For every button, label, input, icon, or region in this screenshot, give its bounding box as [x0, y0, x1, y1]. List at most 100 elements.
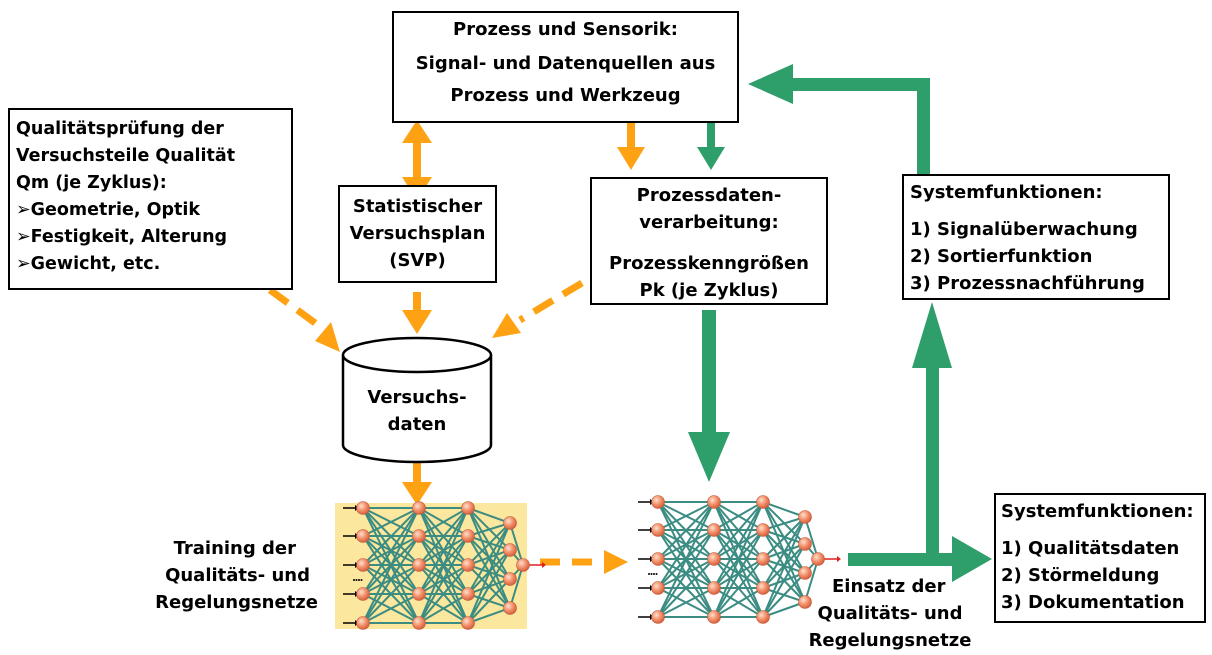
- network-node: [651, 610, 665, 624]
- green-arrow-usage-outputs: [848, 302, 992, 582]
- process-box-line: Prozess und Werkzeug: [450, 85, 681, 106]
- bullet-arrow-icon: ➢: [16, 254, 31, 274]
- network-edge: [713, 501, 764, 618]
- ellipsis-dot: [353, 579, 355, 581]
- quality-check-box: Qualitätsprüfung der Versuchsteile Quali…: [8, 108, 293, 290]
- ellipsis-dot: [358, 579, 360, 581]
- quality-item: ➢Gewicht, etc.: [16, 251, 291, 278]
- sys2-item: 2) Störmeldung: [1001, 565, 1160, 586]
- network-node: [707, 523, 721, 537]
- green-arrow-process-pdv: [697, 122, 725, 170]
- network-edge: [804, 558, 819, 603]
- network-edge: [713, 501, 764, 560]
- network-edge: [362, 564, 420, 624]
- training-label-line: Qualitäts- und: [165, 565, 310, 586]
- network-edge: [657, 501, 715, 560]
- ellipsis-dot: [648, 573, 650, 575]
- quality-item-label: Geometrie, Optik: [30, 200, 201, 220]
- network-edge: [418, 564, 469, 624]
- network-edge: [657, 501, 715, 531]
- database-cylinder: [341, 336, 493, 464]
- network-node: [503, 516, 517, 530]
- quality-item: ➢Geometrie, Optik: [16, 197, 291, 224]
- network-node: [707, 581, 721, 595]
- network-node: [356, 501, 370, 515]
- network-node: [707, 495, 721, 509]
- database-label-line: Versuchs-: [367, 387, 467, 408]
- orange-dashed-training-usage: [540, 550, 628, 574]
- sys2-item: 3) Dokumentation: [1001, 592, 1185, 613]
- network-edge: [657, 501, 715, 618]
- training-neural-network: [343, 501, 546, 630]
- network-output-node: [516, 558, 530, 572]
- network-edge: [362, 507, 420, 595]
- network-node: [503, 543, 517, 557]
- usage-label: Einsatz der Qualitäts- und Regelungsnetz…: [800, 573, 980, 654]
- network-edge: [362, 507, 420, 566]
- network-edge: [467, 522, 511, 595]
- network-node: [461, 558, 475, 572]
- network-edges: [362, 507, 524, 624]
- network-node: [412, 529, 426, 543]
- database-label: Versuchs- daten: [357, 384, 477, 438]
- network-edge: [418, 535, 469, 624]
- process-data-processing-box: Prozessdaten- verarbeitung: Prozesskenng…: [590, 177, 828, 305]
- network-node: [707, 610, 721, 624]
- ellipsis-dot: [355, 579, 358, 581]
- sys2-item: 1) Qualitätsdaten: [1001, 538, 1180, 559]
- sys1-item: 2) Sortierfunktion: [910, 246, 1093, 267]
- network-edge: [418, 507, 469, 537]
- usage-neural-network: [638, 495, 841, 624]
- output-arrowhead: [542, 562, 546, 568]
- network-edge: [762, 501, 806, 518]
- network-edge: [467, 522, 511, 566]
- network-node: [461, 529, 475, 543]
- pdv-box-line: verarbeitung:: [639, 212, 779, 233]
- svp-box-line: Versuchsplan: [349, 223, 486, 244]
- network-node: [798, 537, 812, 551]
- network-edge: [762, 516, 806, 618]
- network-node: [756, 552, 770, 566]
- svp-box-line: (SVP): [389, 250, 446, 271]
- sys2-title: Systemfunktionen:: [1001, 501, 1194, 522]
- system-functions-box-1: Systemfunktionen: 1) Signalüberwachung 2…: [902, 174, 1170, 300]
- network-edge: [509, 564, 524, 609]
- network-node: [412, 501, 426, 515]
- quality-item-label: Gewicht, etc.: [30, 254, 161, 274]
- network-output-node: [811, 552, 825, 566]
- network-edge: [713, 501, 764, 531]
- training-label: Training der Qualitäts- und Regelungsnet…: [148, 535, 318, 616]
- network-edge: [362, 507, 420, 624]
- database-label-line: daten: [387, 414, 447, 435]
- network-edge: [418, 507, 469, 624]
- network-edge: [467, 549, 511, 624]
- network-node: [356, 529, 370, 543]
- network-edge: [713, 558, 764, 618]
- network-edges: [657, 501, 819, 618]
- network-node: [412, 558, 426, 572]
- ellipsis-dot: [653, 573, 655, 575]
- network-edge: [657, 558, 715, 618]
- network-node: [756, 495, 770, 509]
- network-edge: [762, 601, 806, 618]
- network-node: [461, 616, 475, 630]
- quality-item-label: Festigkeit, Alterung: [30, 227, 228, 247]
- quality-box-line: Qualitätsprüfung der: [16, 119, 224, 139]
- network-edge: [467, 507, 511, 524]
- usage-label-line: Regelungsnetze: [808, 630, 972, 651]
- network-node: [503, 601, 517, 615]
- network-edge: [467, 522, 511, 537]
- network-node: [461, 587, 475, 601]
- orange-arrow-db-training: [402, 462, 432, 505]
- network-node: [651, 581, 665, 595]
- network-node: [503, 572, 517, 586]
- pdv-box-line: Prozessdaten-: [636, 185, 782, 206]
- ellipsis-dot: [650, 573, 653, 575]
- network-edge: [762, 516, 806, 531]
- usage-label-line: Einsatz der: [832, 576, 946, 597]
- orange-dashed-quality-db: [267, 287, 340, 352]
- network-edge: [362, 507, 420, 537]
- orange-arrow-svp-db: [402, 292, 432, 334]
- network-node: [356, 587, 370, 601]
